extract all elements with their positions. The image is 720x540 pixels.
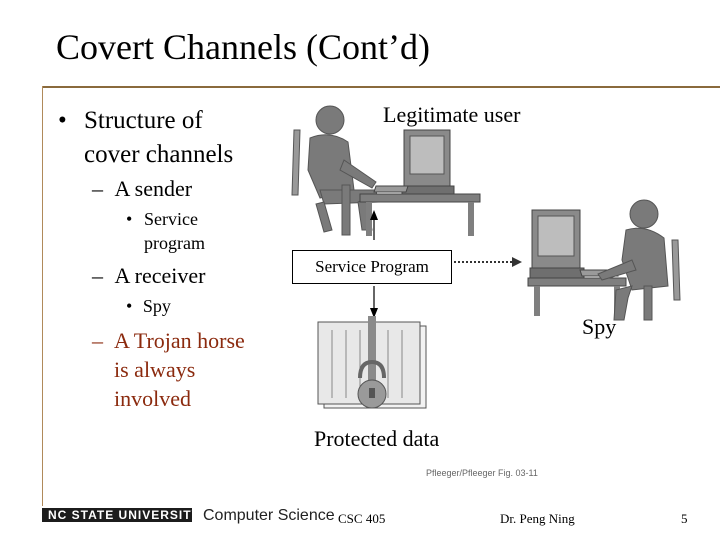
legitimate-user-label: Legitimate user <box>383 102 521 127</box>
dash-marker: – <box>92 263 103 288</box>
left-margin-rule <box>42 86 43 506</box>
sender-detail-line1: Service <box>144 209 198 229</box>
bullet-structure: • Structure of cover channels <box>58 104 298 174</box>
dash-marker: – <box>92 176 103 201</box>
spy-computer-icon <box>527 209 627 316</box>
receiver-detail: • Spy <box>126 294 171 318</box>
university-name: NC STATE UNIVERSITY <box>48 508 201 522</box>
arrow-to-user <box>370 210 378 240</box>
sub-bullet-receiver: – A receiver <box>92 261 206 290</box>
slide-title: Covert Channels (Cont’d) <box>56 27 430 67</box>
legitimate-user-computer-icon <box>359 129 481 236</box>
trojan-line2: is always <box>114 357 196 382</box>
sender-label: A sender <box>114 176 193 201</box>
bullet-structure-line2: cover channels <box>84 141 234 168</box>
trojan-line3: involved <box>114 386 191 411</box>
service-program-box: Service Program <box>292 250 452 284</box>
bullet-marker: • <box>126 296 133 316</box>
department-name: Computer Science <box>203 507 335 524</box>
university-logo-bar: NC STATE UNIVERSITY <box>42 508 200 522</box>
title-divider <box>42 86 720 88</box>
page-number: 5 <box>681 511 688 526</box>
author-name: Dr. Peng Ning <box>500 511 575 526</box>
bullet-marker: • <box>58 107 67 134</box>
course-code: CSC 405 <box>338 511 386 526</box>
spy-person-icon <box>597 199 681 321</box>
covert-channel-diagram <box>291 105 681 409</box>
trojan-line1: A Trojan horse <box>114 328 245 353</box>
bullet-marker: • <box>126 209 133 229</box>
sub-bullet-sender: – A sender <box>92 174 192 203</box>
receiver-detail-text: Spy <box>142 296 171 316</box>
sender-detail-line2: program <box>144 233 205 253</box>
protected-data-icon <box>317 316 427 409</box>
spy-label: Spy <box>582 314 617 339</box>
receiver-label: A receiver <box>114 263 206 288</box>
covert-channel-arrow <box>454 257 522 267</box>
figure-credit: Pfleeger/Pfleeger Fig. 03-11 <box>426 468 538 478</box>
bullet-structure-line1: Structure of <box>84 107 203 134</box>
dash-marker: – <box>92 328 103 353</box>
protected-data-label: Protected data <box>314 426 440 451</box>
legitimate-user-icon <box>291 105 379 236</box>
arrow-to-protected-data <box>370 286 378 318</box>
